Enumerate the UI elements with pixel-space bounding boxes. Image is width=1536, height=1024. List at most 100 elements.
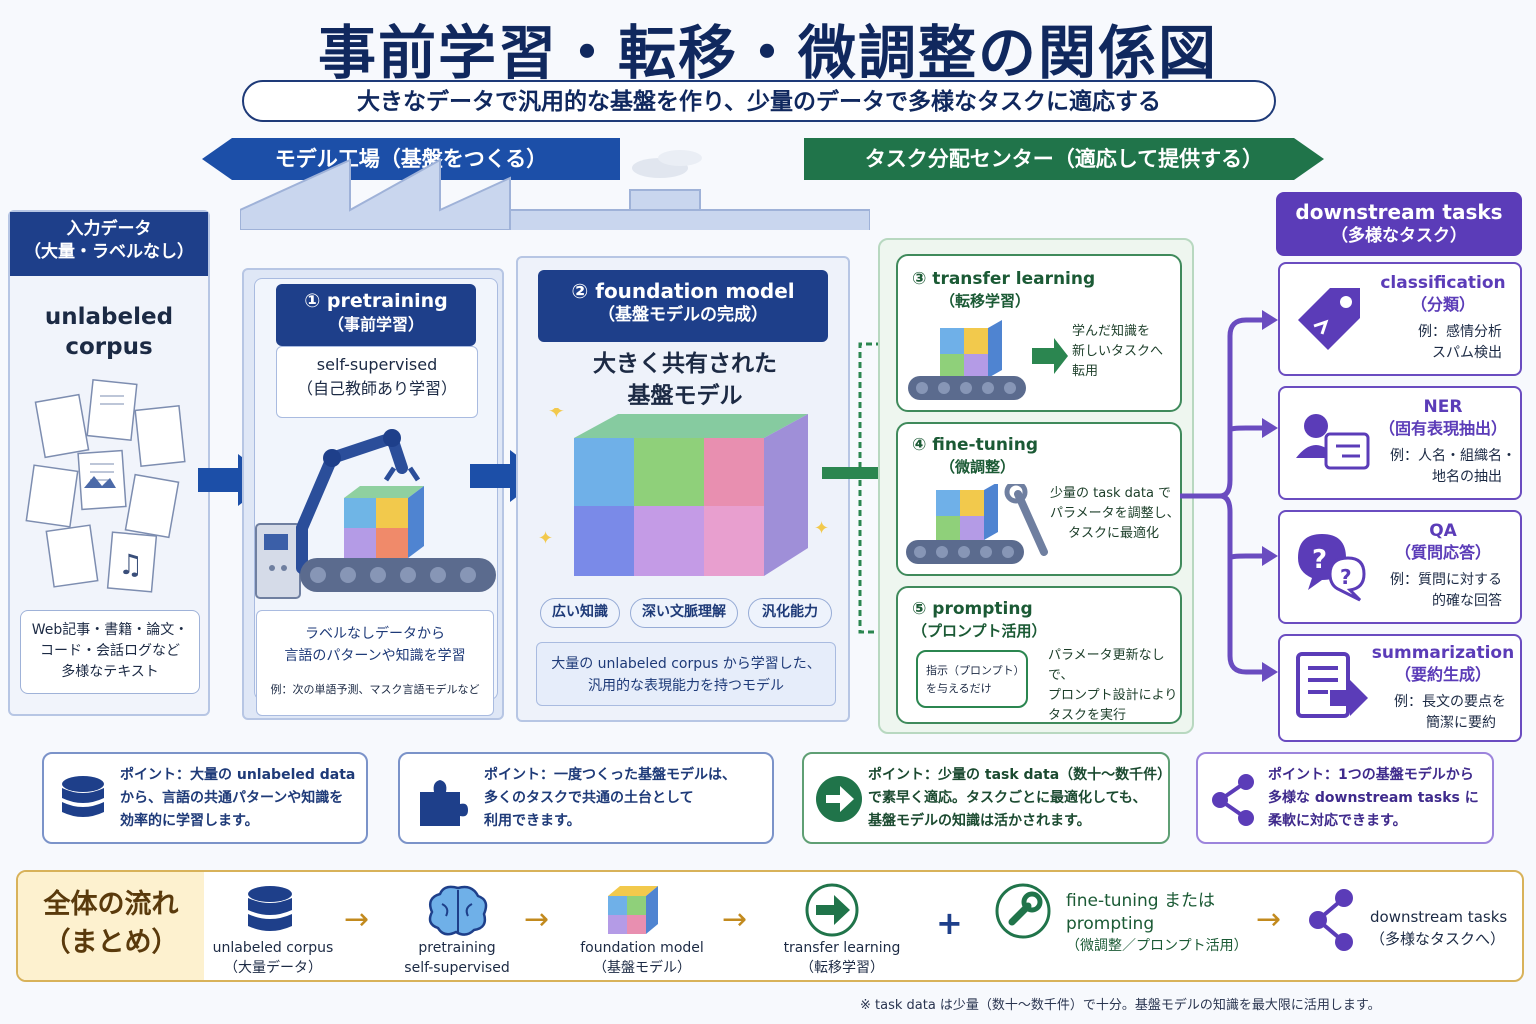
svg-text:✦: ✦	[814, 518, 829, 539]
point-1-line1: ポイント：大量の unlabeled data	[120, 767, 356, 783]
task-classification-name: classification	[1380, 273, 1506, 293]
task-classification-jp: （分類）	[1410, 295, 1475, 314]
summary-label-line2: （まとめ）	[43, 927, 179, 958]
task-summarization-example1: 例：長文の要点を	[1394, 694, 1506, 710]
prompting-title: ⑤ prompting	[912, 599, 1033, 619]
foundation-chip-generalization: 汎化能力	[748, 598, 832, 628]
summary-step4-line2: （転移学習）	[800, 960, 884, 976]
pretraining-panel: ① pretraining （事前学習） self-supervised （自己…	[242, 268, 504, 720]
robot-arm-conveyor-illustration	[255, 429, 496, 599]
input-desc-line1: Web記事・書籍・論文・	[31, 622, 189, 638]
task-classification-example1: 例：感情分析	[1418, 324, 1502, 340]
point-4-line1: ポイント：1つの基盤モデルから	[1268, 767, 1474, 783]
pretraining-title: ① pretraining	[304, 290, 448, 312]
pretraining-desc-box: ラベルなしデータから 言語のパターンや知識を学習 例：次の単語予測、マスク言語モ…	[256, 610, 494, 716]
share-icon	[1212, 774, 1254, 826]
prompt-bubble-line1: 指示（プロンプト）	[926, 664, 1025, 677]
foundation-model-panel: ② foundation model （基盤モデルの完成） 大きく共有された 基…	[516, 256, 850, 722]
foundation-heading-line2: 基盤モデル	[627, 383, 743, 409]
downstream-header: downstream tasks （多様なタスク）	[1276, 192, 1522, 256]
svg-text:?: ?	[1312, 545, 1327, 575]
task-classification: classification （分類） 例：感情分析 スパム検出	[1278, 262, 1522, 376]
brain-icon	[428, 885, 488, 936]
factory-banner: モデル工場（基盤をつくる）	[202, 138, 620, 180]
summary-step3-line1: foundation model	[580, 940, 704, 956]
question-bubble-icon: ? ?	[1298, 534, 1366, 602]
summary-step6-line2: （多様なタスクへ）	[1370, 930, 1506, 948]
task-qa-example2: 的確な回答	[1432, 593, 1502, 609]
point-callout-4: ポイント：1つの基盤モデルから 多様な downstream tasks に 柔…	[1196, 752, 1494, 844]
summary-arrow-1: →	[344, 902, 370, 937]
task-branch-arrows	[1180, 310, 1278, 682]
distribution-banner: タスク分配センター（適応して提供する）	[804, 138, 1324, 180]
summary-step-downstream: downstream tasks （多様なタスクへ）	[1370, 906, 1507, 950]
task-ner: NER （固有表現抽出） 例：人名・組織名・ 地名の抽出	[1278, 386, 1522, 500]
task-summarization-jp: （要約生成）	[1394, 665, 1491, 684]
foundation-heading-line1: 大きく共有された	[593, 351, 777, 377]
transfer-learning-desc-line2: 新しいタスクへ	[1072, 344, 1164, 359]
cube-icon	[608, 886, 658, 934]
point-3-line3: 基盤モデルの知識は活かされます。	[868, 813, 1091, 829]
pretraining-method-box: self-supervised （自己教師あり学習）	[276, 346, 478, 418]
tag-icon	[1298, 288, 1360, 350]
task-ner-jp: （固有表現抽出）	[1378, 419, 1507, 438]
corpus-label-line1: unlabeled	[44, 304, 174, 330]
foundation-chip-knowledge: 広い知識	[540, 598, 620, 628]
wrench-icon	[995, 883, 1051, 939]
summary-label: 全体の流れ （まとめ）	[18, 872, 204, 980]
point-4-line2: 多様な downstream tasks に	[1268, 790, 1479, 806]
task-summarization: summarization （要約生成） 例：長文の要点を 簡潔に要約	[1278, 634, 1522, 742]
task-ner-example1: 例：人名・組織名・	[1390, 448, 1516, 464]
pretraining-desc-line1: ラベルなしデータから	[305, 626, 445, 642]
summary-plus-sign: +	[936, 904, 963, 942]
summary-arrow-2: →	[524, 902, 550, 937]
summary-step5-line3: （微調整／プロンプト活用）	[1066, 938, 1248, 954]
pretraining-desc-line2: 言語のパターンや知識を学習	[284, 648, 466, 664]
svg-text:♫: ♫	[118, 548, 143, 581]
pretraining-method-jp: （自己教師あり学習）	[296, 379, 457, 398]
task-ner-name: NER	[1423, 397, 1463, 417]
input-header-title: 入力データ	[66, 219, 152, 239]
summary-arrow-circle-icon	[805, 883, 859, 937]
task-summarization-example2: 簡潔に要約	[1426, 715, 1496, 731]
summary-step-foundation: foundation model （基盤モデル）	[562, 938, 722, 978]
database-icon	[62, 776, 104, 817]
foundation-chip-context: 深い文脈理解	[630, 598, 738, 628]
fine-tuning-desc: 少量の task data で パラメータを調整し、 タスクに最適化	[1050, 484, 1180, 544]
summary-label-line1: 全体の流れ	[43, 889, 179, 920]
fine-tuning-box: ④ fine-tuning （微調整） 少量の task data で パラメー…	[896, 422, 1182, 576]
prompting-desc-line3: タスクを実行	[1048, 708, 1127, 723]
prompting-desc-line1: パラメータ更新なしで、	[1048, 648, 1165, 683]
foundation-desc-line2: 汎用的な表現能力を持つモデル	[588, 678, 784, 694]
svg-text:✦: ✦	[538, 528, 553, 549]
summary-step1-line2: （大量データ）	[224, 960, 322, 976]
summary-arrow-3: →	[722, 902, 748, 937]
fine-tuning-desc-line2: パラメータを調整し、	[1050, 506, 1180, 521]
prompting-heading: ⑤ prompting （プロンプト活用）	[912, 598, 1047, 642]
task-qa-example1: 例：質問に対する	[1390, 572, 1502, 588]
arrow-circle-icon	[816, 776, 862, 822]
document-pile-illustration: ♫	[25, 379, 186, 593]
point-3-line2: で素早く適応。タスクごとに最適化しても、	[868, 790, 1147, 806]
prompt-bubble-line2: を与えるだけ	[926, 682, 992, 695]
point-2-line3: 利用できます。	[484, 813, 581, 829]
task-summarization-name: summarization	[1371, 643, 1515, 663]
prompt-speech-bubble: 指示（プロンプト） を与えるだけ	[916, 650, 1028, 708]
point-callout-3: ポイント：少量の task data（数十〜数千件） で素早く適応。タスクごとに…	[802, 752, 1171, 844]
summary-step5-line1: fine-tuning または	[1066, 891, 1215, 911]
point-2-line2: 多くのタスクで共通の土台として	[484, 790, 694, 806]
summary-step5-line2: prompting	[1066, 914, 1155, 934]
task-classification-example2: スパム検出	[1432, 345, 1502, 361]
fine-tuning-desc-line3: タスクに最適化	[1068, 526, 1160, 541]
input-data-header: 入力データ （大量・ラベルなし）	[10, 212, 208, 276]
summary-step-corpus: unlabeled corpus （大量データ）	[198, 938, 348, 978]
task-qa-jp: （質問応答）	[1394, 543, 1491, 562]
transfer-learning-desc: 学んだ知識を 新しいタスクへ 転用	[1072, 322, 1163, 382]
pretraining-header: ① pretraining （事前学習）	[276, 284, 476, 346]
svg-text:?: ?	[1340, 565, 1352, 589]
summary-database-icon	[248, 886, 292, 931]
summary-step4-line1: transfer learning	[783, 940, 901, 956]
summary-arrow-4: →	[1256, 902, 1282, 937]
foundation-title: ② foundation model	[571, 279, 795, 303]
document-arrow-icon	[1296, 652, 1368, 718]
